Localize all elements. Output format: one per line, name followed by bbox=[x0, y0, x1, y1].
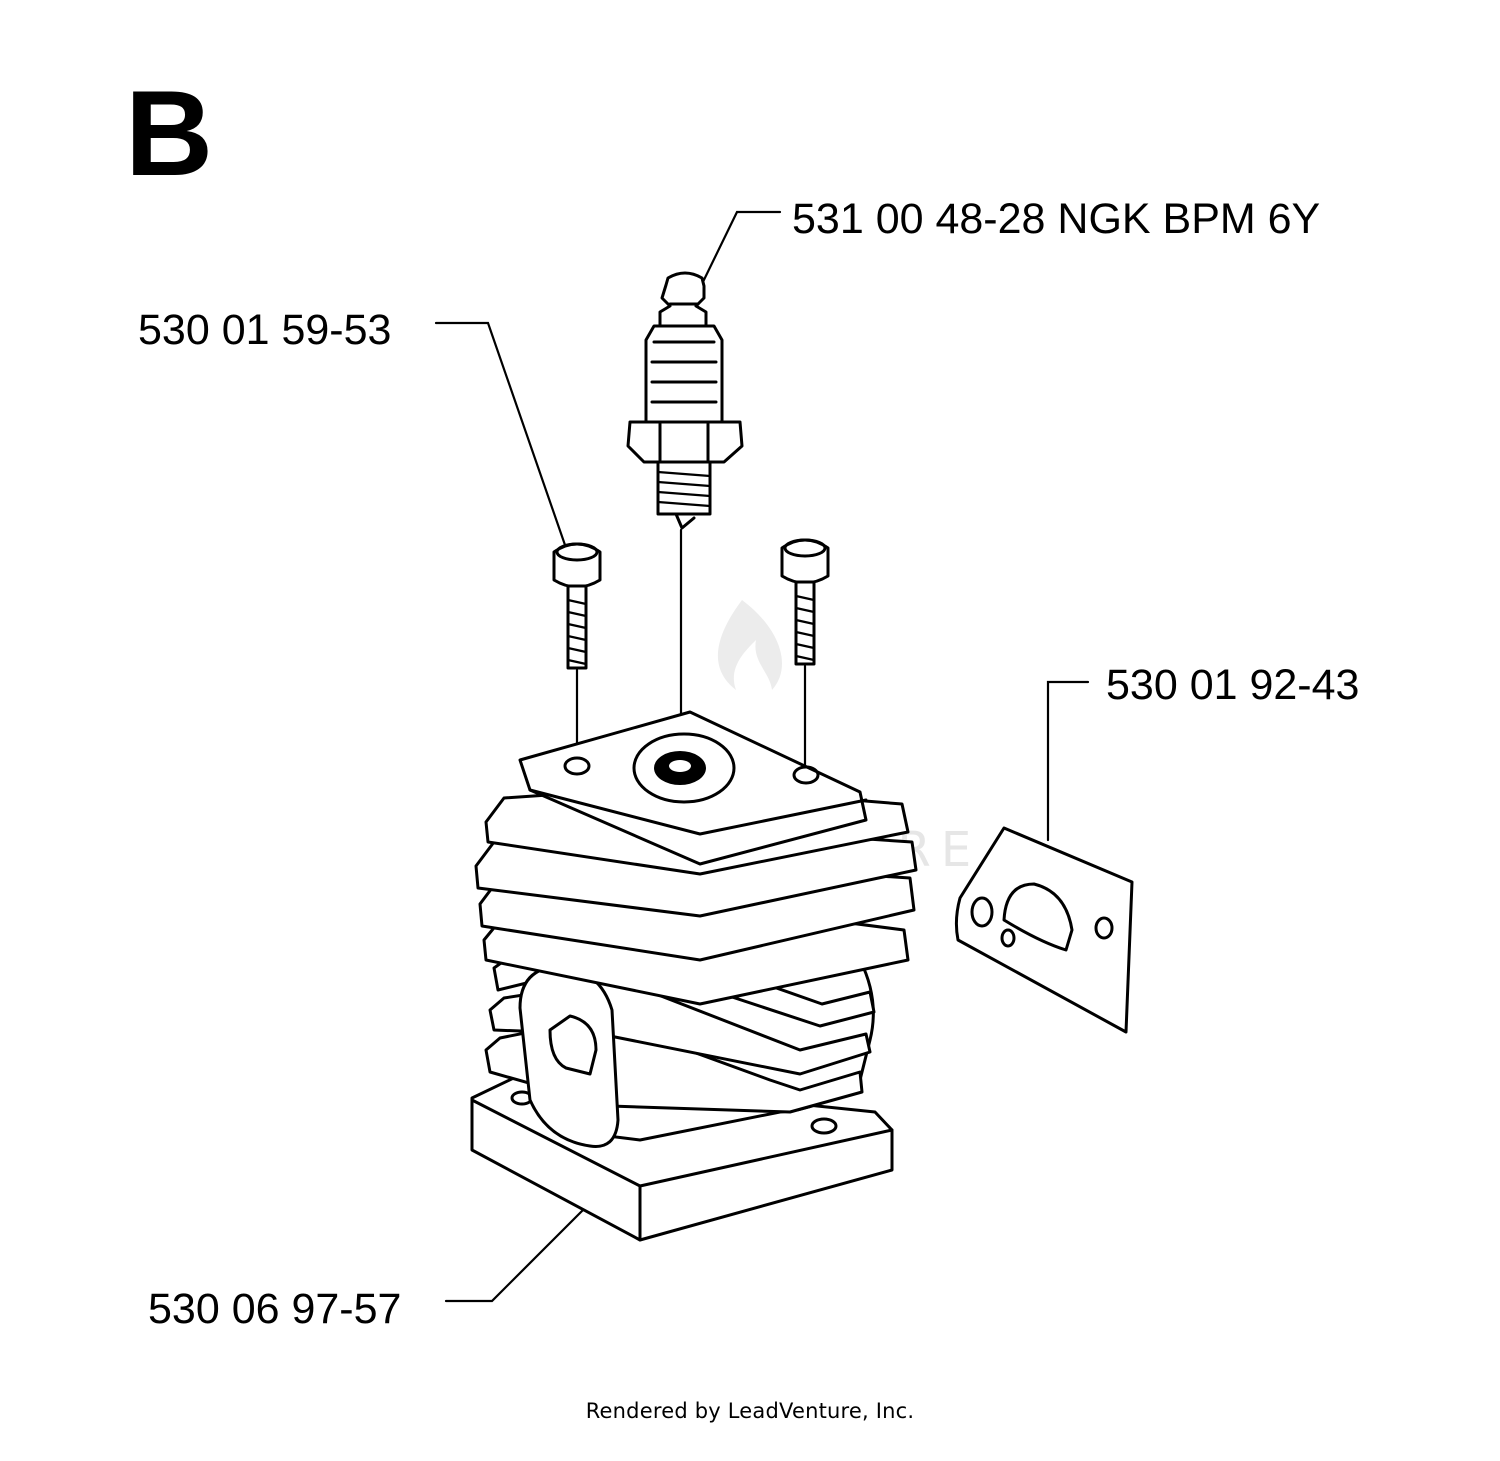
leader-screw bbox=[434, 321, 567, 547]
part-number-spark-plug[interactable]: 531 00 48-28 NGK BPM 6Y bbox=[792, 195, 1321, 243]
watermark-flame-icon bbox=[717, 600, 782, 690]
leader-spark-plug bbox=[698, 210, 782, 290]
screw-left bbox=[552, 542, 602, 670]
part-number-gasket[interactable]: 530 01 92-43 bbox=[1106, 661, 1360, 709]
gasket bbox=[954, 826, 1134, 1034]
footer-credit: Rendered by LeadVenture, Inc. bbox=[585, 1399, 915, 1423]
leader-gasket bbox=[1046, 680, 1090, 842]
spark-plug bbox=[626, 271, 744, 530]
leader-cylinder bbox=[444, 1206, 587, 1303]
part-number-cylinder[interactable]: 530 06 97-57 bbox=[148, 1285, 402, 1333]
section-letter: B bbox=[125, 65, 214, 201]
screw-right bbox=[780, 538, 830, 666]
part-number-screw[interactable]: 530 01 59-53 bbox=[138, 306, 392, 354]
cylinder bbox=[470, 710, 918, 1242]
